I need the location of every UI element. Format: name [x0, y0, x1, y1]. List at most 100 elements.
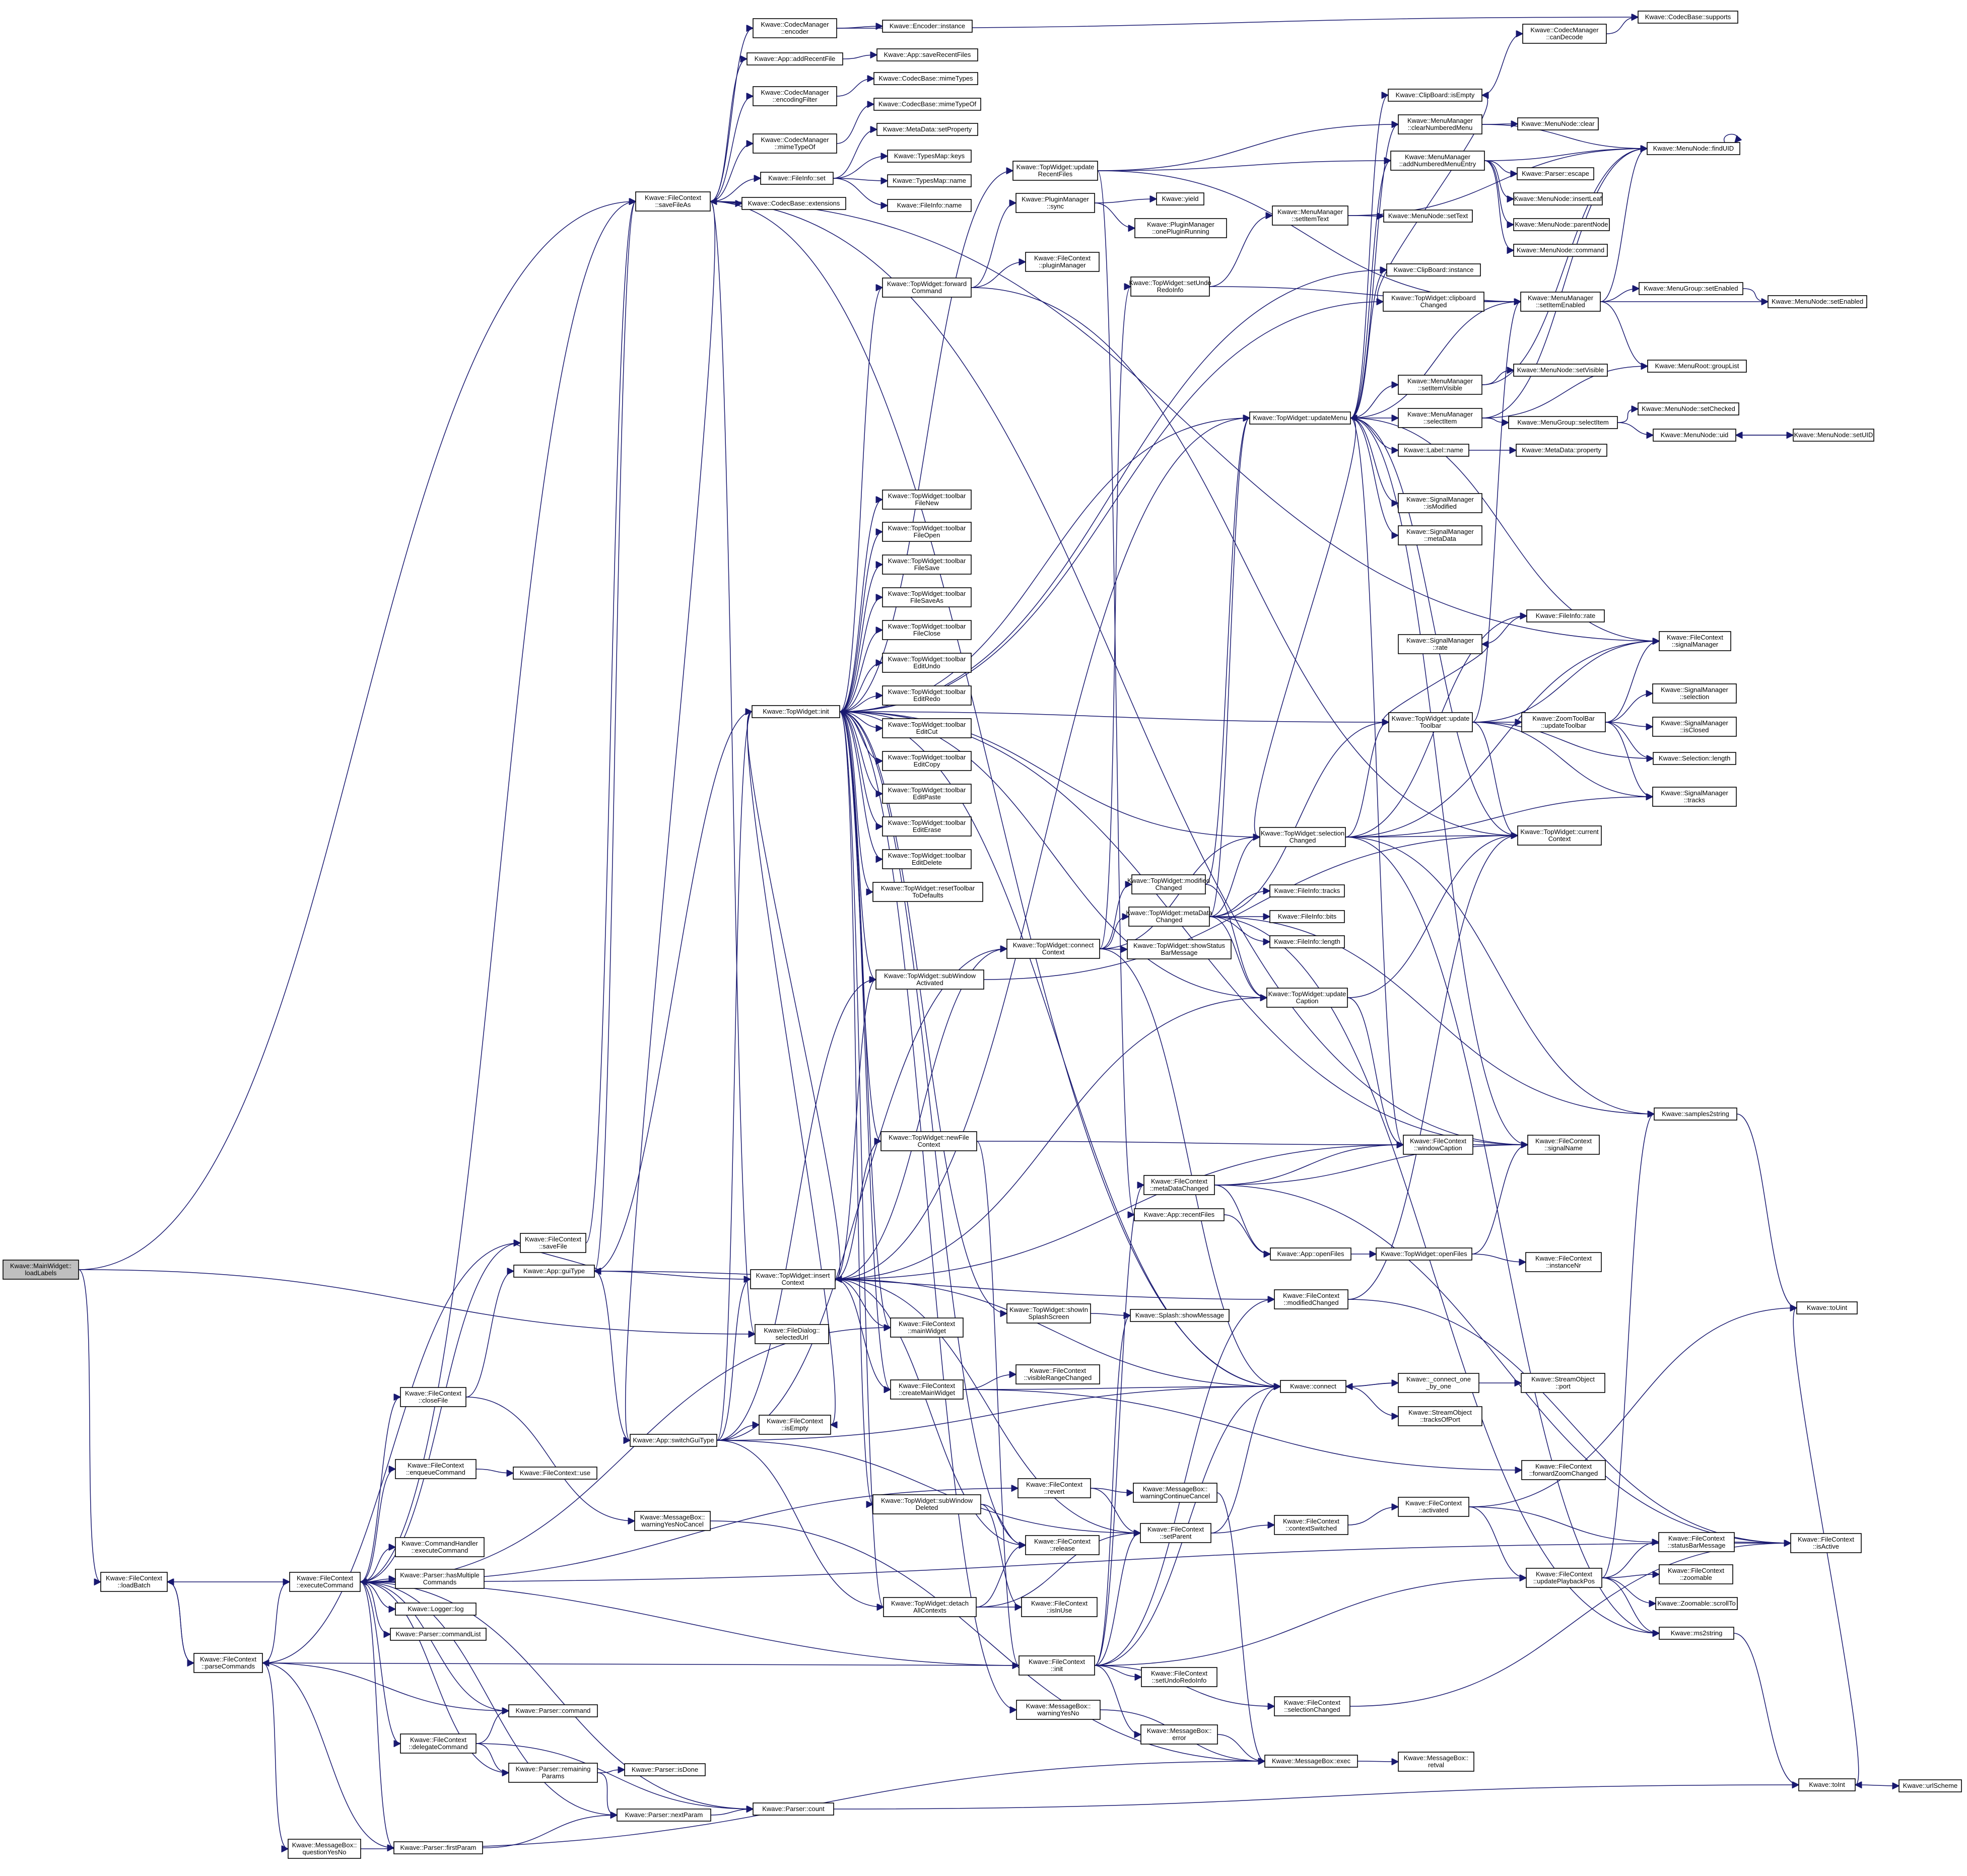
- node-mg_setenabled[interactable]: Kwave::MenuGroup::setEnabled: [1639, 282, 1743, 295]
- node-spl_show[interactable]: Kwave::Splash::showMessage: [1130, 1309, 1230, 1322]
- node-p_escape[interactable]: Kwave::Parser::escape: [1517, 167, 1594, 180]
- node-mm_select[interactable]: Kwave::MenuManager::selectItem: [1398, 408, 1482, 428]
- node-sm_sel[interactable]: Kwave::SignalManager::selection: [1652, 683, 1737, 704]
- node-fc_metachg[interactable]: Kwave::FileContext::metaDataChanged: [1143, 1175, 1215, 1195]
- node-mm_setenabled[interactable]: Kwave::MenuManager::setItemEnabled: [1520, 292, 1601, 312]
- node-fc_deleg[interactable]: Kwave::FileContext::delegateCommand: [400, 1733, 477, 1754]
- node-fc_close[interactable]: Kwave::FileContext::closeFile: [400, 1387, 466, 1407]
- node-fc_release[interactable]: Kwave::FileContext::release: [1025, 1535, 1100, 1555]
- node-fc_modchg[interactable]: Kwave::FileContext::modifiedChanged: [1274, 1289, 1348, 1309]
- node-mn_parent[interactable]: Kwave::MenuNode::parentNode: [1513, 218, 1610, 231]
- node-fc_use[interactable]: Kwave::FileContext::use: [513, 1467, 597, 1480]
- node-so_tracksofport[interactable]: Kwave::StreamObject::tracksOfPort: [1398, 1406, 1482, 1426]
- node-cm_candecode[interactable]: Kwave::CodecManager::canDecode: [1522, 24, 1607, 44]
- node-fc_updpb[interactable]: Kwave::FileContext::updatePlaybackPos: [1526, 1568, 1602, 1588]
- node-fc_mainw[interactable]: Kwave::FileContext::mainWidget: [890, 1317, 964, 1338]
- node-so_port[interactable]: Kwave::StreamObject::port: [1521, 1373, 1605, 1393]
- node-fc_signame[interactable]: Kwave::FileContext::signalName: [1527, 1135, 1600, 1155]
- node-fi_bits[interactable]: Kwave::FileInfo::bits: [1269, 910, 1345, 923]
- node-fc_ctxsw[interactable]: Kwave::FileContext::contextSwitched: [1274, 1515, 1348, 1535]
- node-fc_exec[interactable]: Kwave::FileContext::executeCommand: [289, 1572, 361, 1592]
- node-app_open[interactable]: Kwave::App::openFiles: [1270, 1247, 1351, 1261]
- node-mr_grouplist[interactable]: Kwave::MenuRoot::groupList: [1647, 360, 1747, 373]
- node-mn_command[interactable]: Kwave::MenuNode::command: [1513, 244, 1608, 257]
- node-mn_uid[interactable]: Kwave::MenuNode::uid: [1653, 429, 1736, 442]
- node-cbd_isempty[interactable]: Kwave::ClipBoard::isEmpty: [1388, 89, 1482, 102]
- node-lbl_name[interactable]: Kwave::Label::name: [1398, 444, 1469, 457]
- node-tw_init[interactable]: Kwave::TopWidget::init: [752, 705, 840, 718]
- node-mn_setvisible[interactable]: Kwave::MenuNode::setVisible: [1513, 364, 1608, 377]
- node-fc_enq[interactable]: Kwave::FileContext::enqueueCommand: [395, 1459, 477, 1479]
- node-mb_wync[interactable]: Kwave::MessageBox::warningYesNoCancel: [634, 1511, 711, 1531]
- node-fc_activated[interactable]: Kwave::FileContext::activated: [1398, 1497, 1469, 1517]
- node-fi_tracks[interactable]: Kwave::FileInfo::tracks: [1269, 884, 1345, 897]
- node-mn_clear[interactable]: Kwave::MenuNode::clear: [1517, 117, 1599, 130]
- node-k_s2s[interactable]: Kwave::samples2string: [1654, 1107, 1737, 1121]
- node-mn_settext[interactable]: Kwave::MenuNode::setText: [1383, 210, 1473, 223]
- node-mb_retval[interactable]: Kwave::MessageBox::retval: [1398, 1752, 1474, 1772]
- node-ch_exec[interactable]: Kwave::CommandHandler::executeCommand: [395, 1537, 485, 1557]
- node-p_command[interactable]: Kwave::Parser::command: [508, 1704, 598, 1717]
- node-mn_finduid[interactable]: Kwave::MenuNode::findUID: [1647, 142, 1740, 155]
- node-mw_load[interactable]: Kwave::MainWidget::loadLabels: [3, 1260, 79, 1280]
- node-pm_sync[interactable]: Kwave::PluginManager::sync: [1015, 193, 1095, 213]
- node-sm_meta[interactable]: Kwave::SignalManager::metaData: [1398, 525, 1482, 545]
- node-fc_isempty[interactable]: Kwave::FileContext::isEmpty: [759, 1415, 831, 1435]
- node-mm_addnum[interactable]: Kwave::MenuManager::addNumberedMenuEntry: [1390, 151, 1485, 171]
- node-tw_selchg[interactable]: Kwave::TopWidget::selectionChanged: [1259, 827, 1346, 847]
- node-app_recent[interactable]: Kwave::App::recentFiles: [1134, 1208, 1225, 1221]
- node-cbd_inst[interactable]: Kwave::ClipBoard::instance: [1386, 263, 1481, 276]
- node-mm_settext[interactable]: Kwave::MenuManager::setItemText: [1272, 205, 1348, 226]
- node-sm_ismod[interactable]: Kwave::SignalManager::isModified: [1398, 493, 1482, 513]
- node-fc_pm[interactable]: Kwave::FileContext::pluginManager: [1025, 252, 1100, 272]
- node-p_cmdlist[interactable]: Kwave::Parser::commandList: [390, 1628, 487, 1641]
- node-fc_sigmgr[interactable]: Kwave::FileContext::signalManager: [1659, 631, 1731, 651]
- node-k_urlscheme[interactable]: Kwave::urlScheme: [1898, 1779, 1962, 1792]
- node-tm_keys[interactable]: Kwave::TypesMap::keys: [887, 150, 972, 163]
- node-app_switch[interactable]: Kwave::App::switchGuiType: [630, 1434, 717, 1447]
- node-md_property[interactable]: Kwave::MetaData::property: [1516, 444, 1607, 457]
- node-p_first[interactable]: Kwave::Parser::firstParam: [393, 1841, 483, 1854]
- node-mm_setvisible[interactable]: Kwave::MenuManager::setItemVisible: [1398, 375, 1482, 395]
- node-fc_setundo[interactable]: Kwave::FileContext::setUndoRedoInfo: [1141, 1667, 1217, 1687]
- node-log_log[interactable]: Kwave::Logger::log: [395, 1603, 477, 1616]
- node-mn_insleaf[interactable]: Kwave::MenuNode::insertLeaf: [1513, 192, 1603, 205]
- node-p_isdone[interactable]: Kwave::Parser::isDone: [624, 1763, 706, 1776]
- node-cb_ext[interactable]: Kwave::CodecBase::extensions: [741, 197, 846, 210]
- node-k_toUint[interactable]: Kwave::toUint: [1796, 1301, 1858, 1314]
- node-mb_wyn[interactable]: Kwave::MessageBox::warningYesNo: [1016, 1700, 1101, 1720]
- node-app_saverecent[interactable]: Kwave::App::saveRecentFiles: [876, 48, 978, 61]
- node-md_setprop[interactable]: Kwave::MetaData::setProperty: [876, 123, 978, 136]
- node-tw_metachg[interactable]: Kwave::TopWidget::metaDataChanged: [1126, 907, 1212, 927]
- node-cb_mimetypes[interactable]: Kwave::CodecBase::mimeTypes: [873, 72, 978, 85]
- node-fc_createmw[interactable]: Kwave::FileContext::createMainWidget: [890, 1379, 964, 1400]
- node-mb_wcc[interactable]: Kwave::MessageBox::warningContinueCancel: [1133, 1483, 1217, 1503]
- node-z_scroll[interactable]: Kwave::Zoomable::scrollTo: [1655, 1597, 1738, 1610]
- node-fc_revert[interactable]: Kwave::FileContext::revert: [1018, 1478, 1091, 1498]
- node-tw_open[interactable]: Kwave::TopWidget::openFiles: [1376, 1247, 1472, 1261]
- node-sm_isclosed[interactable]: Kwave::SignalManager::isClosed: [1652, 717, 1737, 737]
- node-fc_isinuse[interactable]: Kwave::FileContext::isInUse: [1021, 1597, 1098, 1617]
- node-fc_isactive[interactable]: Kwave::FileContext::isActive: [1790, 1533, 1862, 1553]
- node-fc_saveas[interactable]: Kwave::FileContext::saveFileAs: [635, 191, 711, 212]
- node-fc_save[interactable]: Kwave::FileContext::saveFile: [520, 1233, 586, 1253]
- node-cm_encfilter[interactable]: Kwave::CodecManager::encodingFilter: [753, 86, 837, 106]
- node-tw_updmenu[interactable]: Kwave::TopWidget::updateMenu: [1249, 411, 1351, 425]
